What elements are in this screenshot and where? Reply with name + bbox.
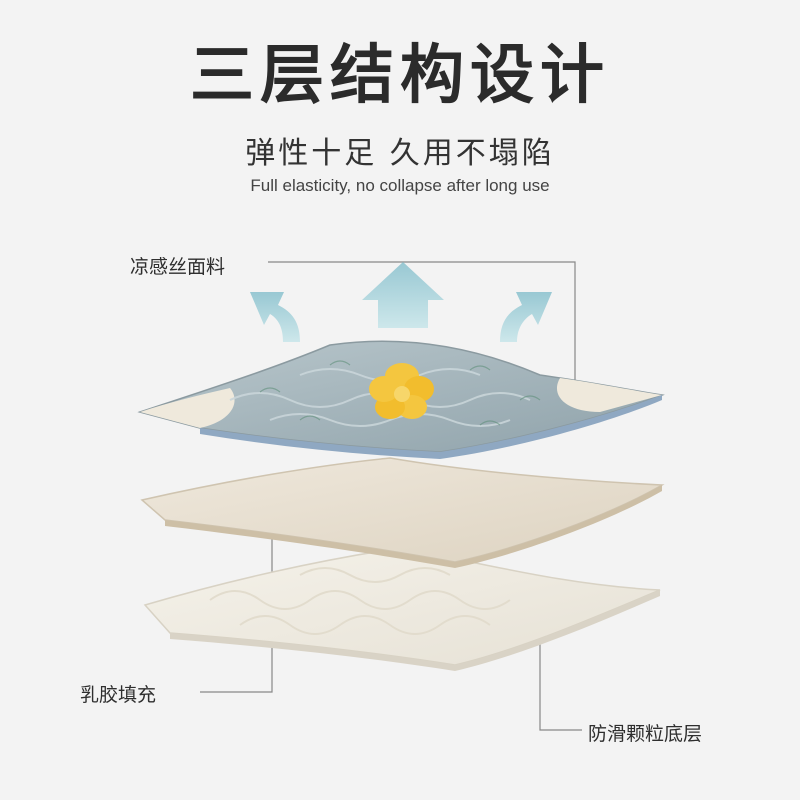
label-latex-filling: 乳胶填充 [80, 684, 157, 706]
airflow-arrow-icon [250, 292, 300, 342]
middle-layer-latex [140, 457, 665, 568]
bottom-layer-base [143, 547, 661, 671]
label-cooling-silk-fabric: 凉感丝面料 [130, 256, 226, 278]
airflow-arrow-icon [362, 262, 444, 328]
page-subtitle: 弹性十足 久用不塌陷 [245, 136, 555, 171]
flower-icon [369, 363, 434, 419]
page-title: 三层结构设计 [190, 39, 610, 113]
page-subtitle-english: Full elasticity, no collapse after long … [250, 176, 550, 195]
label-anti-slip-base: 防滑颗粒底层 [588, 723, 703, 745]
leader-line-bottom [539, 628, 582, 731]
airflow-arrow-icon [500, 292, 552, 342]
leader-line-top [268, 261, 576, 380]
